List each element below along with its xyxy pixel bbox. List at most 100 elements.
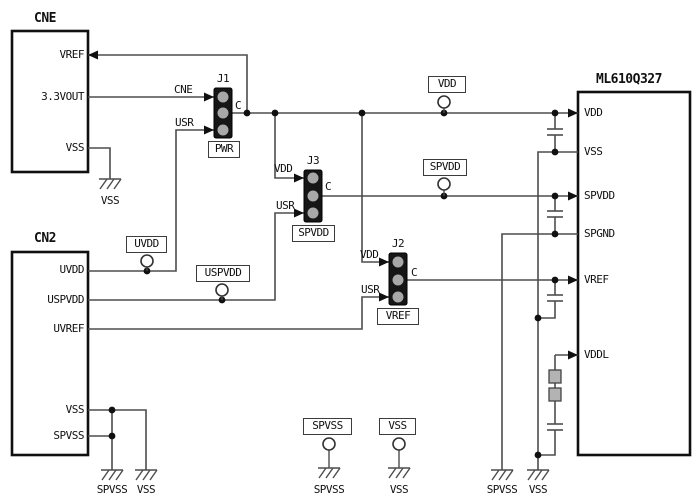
ground-symbol-cn2-vss (135, 469, 158, 481)
testpoint-box-vdd: VDD (428, 76, 466, 93)
ground-symbol-chip-vss (527, 469, 550, 481)
jumper-j3-output-label: C (325, 180, 332, 193)
jumper-j1-pin3 (217, 124, 229, 136)
resistor-vddl-2 (548, 387, 562, 402)
testpoint-box-spvdd: SPVDD (423, 159, 467, 176)
wire-uvdd-to-j1-usr (88, 129, 214, 272)
junction-dot (243, 109, 251, 117)
testpoint-vss-ground-label: VSS (389, 483, 409, 496)
jumper-j3-pin3 (307, 207, 319, 219)
jumper-j1-input-top-label: CNE (174, 83, 193, 96)
jumper-j3-input-top-label: VDD (274, 162, 293, 175)
junction-dot (108, 406, 116, 414)
cne-ground-label: VSS (100, 194, 120, 207)
arrow-j1-bottom (204, 125, 214, 135)
jumper-j2-pin2 (392, 274, 404, 286)
testpoint-symbols (140, 95, 451, 468)
cn2-pin-vss: VSS (65, 403, 85, 416)
testpoint-circle-spvss (322, 437, 336, 451)
capacitor-spvdd-spgnd (547, 196, 563, 234)
jumper-j2-id: J2 (391, 237, 405, 250)
wire-cn2-vss-gnd (88, 409, 147, 470)
arrow-chip-vddl (568, 350, 578, 360)
wire-chip-vss-gnd (537, 151, 578, 470)
junction-dot (534, 451, 542, 459)
junction-dot (551, 109, 559, 117)
capacitor-vref (538, 280, 563, 319)
junction-dot (551, 276, 559, 284)
junction-dot (551, 230, 559, 238)
chip-ground-left-label: SPVSS (486, 483, 518, 496)
jumper-j2-input-top-label: VDD (360, 248, 379, 261)
jumper-j1-id: J1 (216, 72, 230, 85)
cn2-pin-spvss: SPVSS (53, 429, 84, 442)
arrow-j3-bottom (294, 208, 304, 218)
jumper-j1-pin1 (217, 91, 229, 103)
ground-symbol-tp-spvss (318, 467, 341, 479)
capacitor-vddl (547, 423, 563, 431)
ground-symbol-tp-vss (388, 467, 411, 479)
wire-vddl-return (538, 430, 556, 456)
junction-dot (551, 148, 559, 156)
chip-title: ML610Q327 (596, 72, 662, 87)
chip-pin-vdd: VDD (584, 106, 603, 119)
jumper-j1 (213, 87, 233, 139)
ground-symbols (99, 178, 550, 481)
ground-symbol-cne-vss (99, 178, 122, 190)
arrow-chip-vref (568, 275, 578, 285)
junction-dot (358, 109, 366, 117)
junction-dot (534, 314, 542, 322)
junction-dots (108, 109, 559, 459)
jumper-j2-pin1 (392, 256, 404, 268)
jumper-j1-input-bottom-label: USR (175, 116, 194, 129)
cn2-pin-uvdd: UVDD (59, 263, 85, 276)
wire-cne-vss-gnd (88, 147, 111, 179)
testpoint-box-vss: VSS (379, 418, 416, 435)
junction-dot (271, 109, 279, 117)
jumper-j2-output-label: C (411, 266, 418, 279)
wire-uspvdd-to-j3-usr (88, 212, 304, 301)
cne-pin-vss: VSS (65, 141, 85, 154)
cn2-connector-box (10, 250, 90, 457)
jumper-j3-pin2 (307, 190, 319, 202)
jumper-j3-name-box: SPVDD (292, 225, 335, 242)
arrow-j2-bottom (379, 292, 389, 302)
junction-dot (551, 192, 559, 200)
testpoint-spvss-ground-label: SPVSS (313, 483, 345, 496)
ground-symbol-chip-spvss (491, 469, 514, 481)
jumper-j3-id: J3 (306, 154, 320, 167)
jumper-j2-input-bottom-label: USR (361, 283, 380, 296)
wire-uvref-to-j2-usr (88, 296, 389, 330)
cne-pin-33vout: 3.3VOUT (41, 90, 84, 103)
arrow-j3-top (294, 173, 304, 183)
cn2-pin-uspvdd: USPVDD (47, 293, 84, 306)
cn2-ground-left-label: SPVSS (96, 483, 128, 496)
chip-pin-vref: VREF (584, 273, 609, 286)
cne-connector-box (10, 29, 90, 174)
jumper-j1-output-label: C (235, 99, 242, 112)
cne-title: CNE (34, 11, 56, 26)
arrow-j2-top (379, 257, 389, 267)
jumper-j3 (303, 169, 323, 223)
testpoint-box-uspvdd: USPVDD (196, 265, 250, 282)
chip-ground-right-label: VSS (528, 483, 548, 496)
wire-vref-to-cne (88, 54, 248, 113)
cn2-pin-uvref: UVREF (53, 322, 84, 335)
arrow-chip-vdd (568, 108, 578, 118)
testpoint-box-spvss: SPVSS (303, 418, 352, 435)
chip-pin-vddl: VDDL (584, 348, 609, 361)
chip-pin-spvdd: SPVDD (584, 189, 615, 202)
chip-pin-vss: VSS (584, 145, 603, 158)
wire-chip-spgnd-gnd (501, 233, 578, 470)
ground-symbol-cn2-spvss (101, 469, 124, 481)
jumper-j3-pin1 (307, 172, 319, 184)
arrowheads (88, 50, 578, 360)
capacitor-vdd-vss (547, 113, 563, 152)
testpoint-circle-spvdd (437, 177, 451, 191)
arrow-into-cne-vref (88, 50, 98, 60)
jumper-j1-pin2 (217, 107, 229, 119)
cne-pin-vref: VREF (59, 48, 85, 61)
junction-dot (108, 432, 116, 440)
